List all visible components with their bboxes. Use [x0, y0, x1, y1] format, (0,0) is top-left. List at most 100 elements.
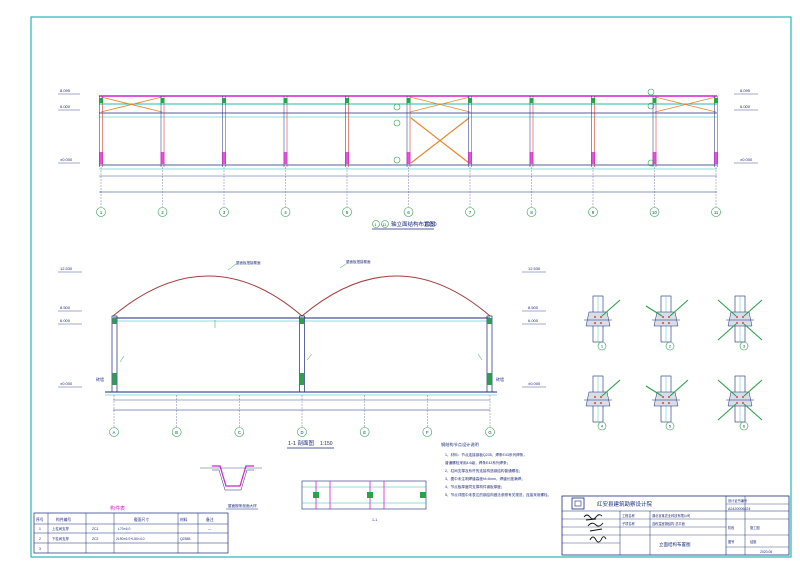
elev-mark-ground: ±0.000 — [60, 157, 73, 162]
elev-grid-label-6: 6 — [407, 210, 410, 215]
sec-grid-bubble-D — [297, 427, 307, 437]
elevation-marks-right: 8.095 6.000 ±0.000 — [734, 88, 758, 164]
elev-mark-top-right: 8.095 — [740, 88, 751, 93]
roof-arch-left — [112, 275, 303, 317]
plan-strip-label: 1-1 — [372, 518, 377, 522]
elev-grid-label-2: 2 — [161, 210, 164, 215]
subitem-label: 子项名称 — [622, 521, 636, 526]
note-line-1: 1、材料：节点连接钢板Q235，焊条E43系列焊条， — [445, 452, 527, 457]
section-elev-marks-right: 12.530 8.500 6.000 ±0.000 — [522, 266, 546, 388]
sec-grid-bubble-F — [422, 427, 433, 437]
elev-grid-label-10: 10 — [652, 210, 657, 215]
node-detail-bubble-2 — [665, 341, 675, 351]
elev-base-plate-2 — [160, 152, 165, 164]
member-table-title: 构件表 — [110, 505, 125, 512]
elev-grid-bubble-6 — [403, 207, 414, 217]
elev-cap-plate-5 — [345, 98, 349, 103]
institute-logo — [571, 497, 585, 510]
elev-cap-plate-8 — [529, 98, 534, 103]
node-detail-bubble-3 — [739, 341, 749, 351]
node-detail-2: 2 — [645, 295, 689, 351]
table-row-2-no: 2 — [39, 537, 41, 541]
elev-grid-label-4: 4 — [284, 210, 287, 215]
notes-heading: 钢结构节点设计说明 — [441, 441, 479, 448]
node-detail-5: 5 — [645, 375, 689, 431]
elev-cap-plate-4 — [283, 98, 288, 103]
roof-label-right: 屋面板搭接覆面 — [346, 259, 371, 264]
sec-grid-bubble-E — [359, 427, 370, 437]
wall-label-right: 砖墙 — [496, 376, 504, 382]
elev-grid-label-11: 11 — [714, 210, 719, 215]
table-row-2-section: 2L90×6.0+L50×4.0 — [116, 537, 145, 541]
sec-grid-bubble-A — [109, 427, 119, 437]
sheet-label: 图号 — [728, 539, 734, 544]
elev-grid-bubble-4 — [280, 207, 291, 217]
elev-grid-bubble-11 — [711, 207, 721, 217]
elev-mark-ground-right: ±0.000 — [740, 157, 753, 162]
elev-grid-bubble-7 — [465, 207, 475, 217]
node-detail-bubble-4 — [597, 421, 607, 431]
signatures — [583, 514, 607, 543]
sec-grid-label-D: D — [300, 430, 303, 435]
drawing-title: 立面结构布置图 — [659, 541, 691, 548]
table-header-section: 截面尺寸 — [134, 517, 149, 522]
section-leaders — [119, 263, 483, 363]
elev-base-plate-10 — [652, 152, 657, 164]
elev-base-plate-5 — [345, 152, 349, 164]
institute-name: 红安县建筑勘察设计院 — [597, 500, 653, 508]
elev-cap-plate-2 — [160, 98, 165, 103]
elev-base-plate-7 — [468, 152, 472, 164]
elevation-title: 1 11 轴立面结构布置图 1:150 — [372, 220, 437, 230]
project-label: 工程名称 — [622, 513, 636, 518]
sec-grid-bubble-G — [485, 427, 495, 437]
note-line-3: 2、柱间支撑及系杆的连接构造钢结构普通螺栓； — [445, 468, 522, 473]
wall-label-left: 砖墙 — [96, 376, 104, 382]
node-detail-number-6: 6 — [743, 424, 746, 429]
sec-grid-bubble-C — [234, 427, 245, 437]
node-detail-number-1: 1 — [601, 344, 604, 349]
elev-base-plate-9 — [591, 152, 595, 164]
roof-arch-right — [301, 275, 491, 317]
roof-label-left: 屋面板搭接覆面 — [236, 260, 261, 265]
note-line-4: 3、图中未注明焊缝高度hf=6mm，焊缝长度满焊； — [445, 476, 525, 481]
cert-label: 设计证书编号 — [728, 498, 747, 503]
sec-elev-6: 6.000 — [60, 318, 71, 323]
note-line-2: 普通螺栓采用4.6级，焊条E43系列焊条； — [445, 460, 510, 465]
elev-grid-bubble-5 — [342, 207, 352, 217]
node-detail-3: 3 — [717, 295, 763, 351]
stage-label: 阶段 — [728, 525, 735, 530]
subitem-name: 连栋温室钢结构 总平面 — [652, 521, 685, 526]
elev-mark-top: 8.095 — [60, 88, 71, 93]
elev-grid-bubble-1 — [96, 207, 106, 217]
elev-base-plate-6 — [406, 152, 411, 164]
table-header-code: 构件编号 — [56, 517, 71, 522]
elev-cap-plate-9 — [591, 98, 595, 103]
elev-base-plate-1 — [99, 152, 103, 164]
elev-grid-bubble-9 — [588, 207, 598, 217]
section-view: 屋面板搭接覆面 屋面板搭接覆面 砖墙 砖墙 12.530 8.500 6.000… — [58, 259, 546, 449]
node-detail-4: 4 — [584, 375, 621, 431]
table-row-1-no: 1 — [39, 527, 41, 531]
section-columns — [111, 315, 493, 393]
elev-cap-plate-3 — [222, 98, 226, 103]
elev-grid-bubble-8 — [526, 207, 537, 217]
elev-grid-label-1: 1 — [100, 210, 103, 215]
elev-base-plate-8 — [529, 152, 534, 164]
lower-brace — [410, 117, 470, 164]
sec-elev-ground-right: ±0.000 — [528, 381, 541, 386]
section-title-scale: 1:150 — [320, 441, 333, 447]
node-detail-number-4: 4 — [601, 424, 604, 429]
elev-grid-label-3: 3 — [223, 210, 226, 215]
table-row-2-name: 下柱间支撑 — [52, 536, 70, 541]
sec-elev-85: 8.500 — [60, 305, 71, 310]
sec-grid-label-F: F — [426, 430, 429, 435]
elevation-title-text: 轴立面结构布置图 — [391, 220, 436, 228]
table-row-2-material: Q235B — [180, 537, 191, 541]
title-block: 红安县建筑勘察设计院 设计证书编号 A2420006624 工程名称 湖北省某农… — [561, 495, 790, 556]
table-header-material: 材料 — [180, 517, 188, 522]
node-detail-bubble-6 — [739, 421, 749, 431]
sheet-value: 结施 — [750, 539, 757, 544]
